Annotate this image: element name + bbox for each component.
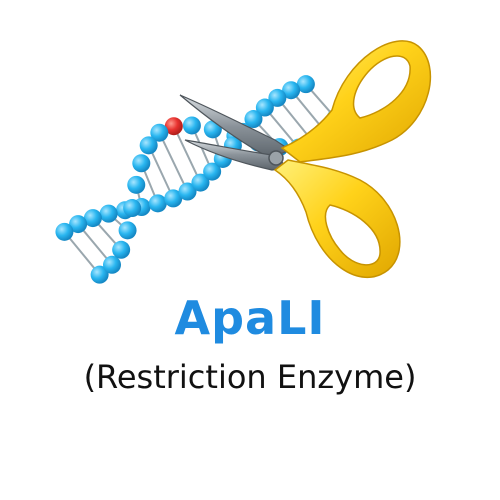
dna-bead — [123, 199, 142, 218]
dna-bead — [182, 116, 201, 135]
dna-bead — [99, 204, 118, 223]
enzyme-name: ApaLI — [174, 291, 326, 345]
dna-bead — [139, 136, 158, 155]
dna-bead — [268, 88, 287, 107]
scissors-icon — [179, 40, 432, 278]
dna-bead — [55, 222, 74, 241]
dna-bead — [112, 240, 131, 259]
dna-bead — [164, 189, 183, 208]
dna-bead — [191, 173, 210, 192]
pivot-screw — [268, 150, 284, 166]
enzyme-subtitle: (Restriction Enzyme) — [83, 358, 417, 396]
dna-base-pair — [63, 231, 101, 276]
cut-site-marker-icon — [164, 117, 183, 136]
dna-base-pair — [147, 144, 175, 199]
dna-bead — [118, 221, 137, 240]
dna-base-pair — [172, 125, 202, 184]
dna-bead — [132, 154, 151, 173]
lower-handle — [273, 159, 401, 278]
dna-bead — [203, 162, 222, 181]
dna-base-pair — [158, 132, 189, 192]
dna-bead — [255, 98, 274, 117]
dna-bead — [148, 194, 167, 213]
upper-handle — [280, 40, 432, 163]
dna-bead — [244, 110, 263, 129]
dna-bead — [83, 209, 102, 228]
dna-bead — [296, 75, 315, 94]
dna-bead — [90, 265, 109, 284]
dna-bead — [102, 255, 121, 274]
dna-bead — [150, 123, 169, 142]
dna-bead — [282, 81, 301, 100]
dna-bead — [127, 175, 146, 194]
scissors-cutting-dna-illustration — [55, 40, 432, 284]
dna-bead — [178, 182, 197, 201]
dna-bead — [69, 215, 88, 234]
